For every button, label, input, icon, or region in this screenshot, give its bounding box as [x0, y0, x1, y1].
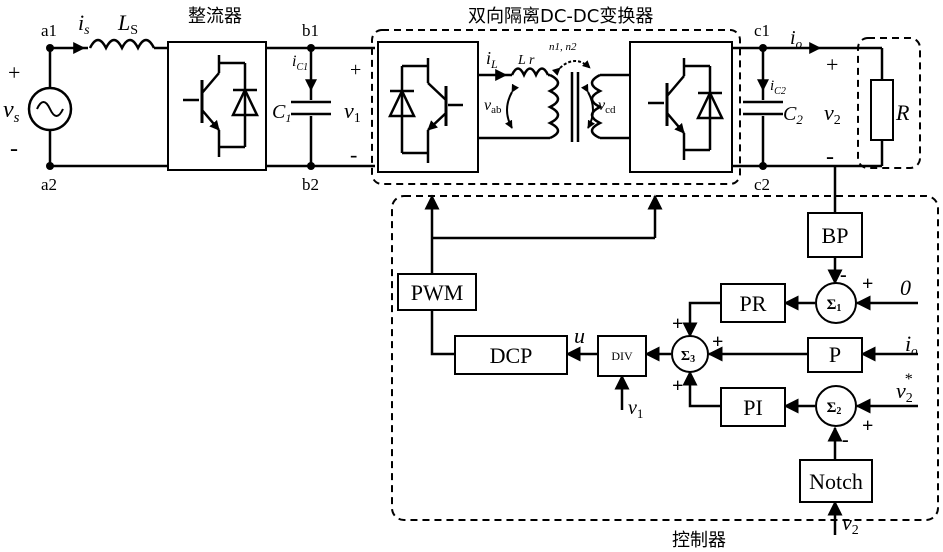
rectifier-title: 整流器 — [188, 6, 242, 27]
node-b2: b2 — [302, 175, 319, 194]
label-lr: L r — [517, 53, 535, 68]
sum1-plus: + — [862, 273, 873, 295]
label-il: iL — [486, 48, 498, 71]
resistor-r — [871, 80, 893, 140]
node-a2: a2 — [41, 175, 57, 194]
p-label: P — [829, 342, 841, 367]
igbt-dab-right — [648, 58, 722, 160]
pwm-label: PWM — [411, 280, 464, 305]
load-dashed-box — [858, 38, 920, 168]
label-r: R — [895, 100, 910, 125]
input-v1: v1 — [628, 397, 643, 421]
node-dots — [46, 44, 767, 170]
transformer-primary — [550, 75, 558, 138]
v2-minus: - — [826, 144, 834, 170]
sum2-minus: - — [842, 429, 849, 451]
dab-title: 双向隔离DC-DC变换器 — [468, 6, 653, 27]
igbt-rect — [183, 55, 257, 157]
node-c2: c2 — [754, 175, 770, 194]
notch-label: Notch — [809, 469, 863, 494]
ref-zero: 0 — [900, 275, 911, 300]
inductor-ls — [90, 40, 154, 48]
pi-label: PI — [743, 395, 763, 420]
input-v2: v2 — [842, 510, 859, 538]
sum3-plus-top: + — [672, 313, 683, 335]
sum3-plus-right: + — [712, 331, 723, 353]
label-ls: LS — [117, 10, 138, 38]
label-u: u — [574, 323, 585, 348]
sum2-plus: + — [862, 415, 873, 437]
v1-plus: + — [350, 59, 361, 81]
label-ic2: iC2 — [770, 78, 786, 97]
div-label: DIV — [611, 349, 633, 363]
igbt-dab-left — [390, 58, 463, 163]
pr-label: PR — [740, 291, 767, 316]
v2-plus: + — [826, 52, 838, 77]
inductor-lr — [512, 69, 548, 76]
v1-minus: - — [350, 142, 357, 167]
control-blocks — [398, 213, 872, 502]
label-v2: v2 — [824, 100, 841, 128]
label-ic1: iC1 — [292, 53, 308, 73]
igbt-symbols — [183, 55, 722, 163]
current-arrows — [60, 48, 820, 128]
source-minus: - — [10, 136, 18, 162]
source-plus: + — [8, 60, 20, 85]
label-vcd: vcd — [598, 97, 616, 116]
label-io: io — [790, 27, 803, 51]
input-v2-ref: v2* — [896, 371, 913, 406]
node-a1: a1 — [41, 21, 57, 40]
bp-label: BP — [822, 223, 849, 248]
sum3-plus-bottom: + — [672, 375, 683, 397]
dcp-label: DCP — [490, 343, 533, 368]
label-c1: C1 — [272, 101, 291, 125]
input-io: io — [905, 331, 918, 358]
label-n1n2: n1, n2 — [549, 41, 577, 53]
node-b1: b1 — [302, 21, 319, 40]
node-c1: c1 — [754, 21, 770, 40]
label-vab: vab — [484, 97, 502, 116]
label-is: is — [78, 10, 90, 38]
label-vs: vs — [3, 97, 20, 126]
label-c2: C2 — [783, 103, 803, 127]
controller-title: 控制器 — [672, 530, 726, 551]
label-v1: v1 — [344, 98, 361, 126]
sum1-minus: - — [840, 264, 847, 286]
